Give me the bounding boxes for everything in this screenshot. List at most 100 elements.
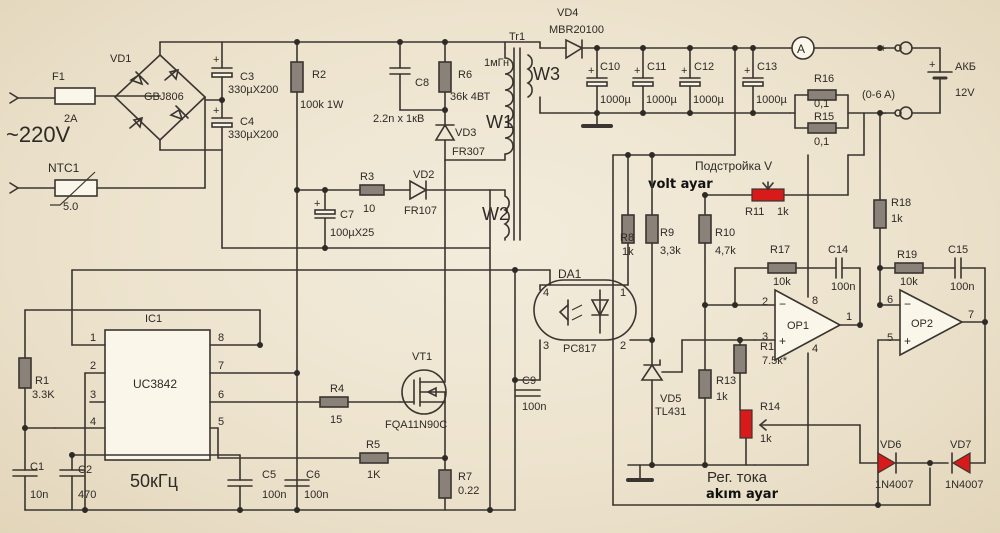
svg-text:+: +	[588, 65, 594, 77]
svg-text:2: 2	[90, 360, 96, 372]
op2-ref: OP2	[911, 318, 933, 330]
capacitor-c10: + C10 1000µ	[586, 47, 631, 114]
resistor-r10: R10 4,7k	[698, 194, 736, 371]
c8-value: 2.2n x 1кВ	[373, 113, 424, 125]
r2-ref: R2	[312, 69, 326, 81]
r11-ref: R11	[745, 206, 764, 218]
svg-text:4: 4	[812, 343, 818, 355]
svg-text:8: 8	[218, 332, 224, 344]
svg-text:2: 2	[762, 296, 768, 308]
resistor-r5: R5 1K	[217, 427, 446, 481]
c12-value: 1000µ	[693, 94, 724, 106]
r10-ref: R10	[715, 227, 735, 239]
ntc1-value: 5.0	[63, 201, 78, 213]
c3-value: 330µX200	[228, 84, 278, 96]
ic1-value: UC3842	[133, 377, 177, 391]
r6-value: 36k 4ВТ	[450, 91, 491, 103]
shunt-regulator-vd5: VD5 TL431	[640, 334, 756, 466]
shunt-resistors: R16 0,1 R15 0,1	[789, 73, 896, 148]
output-terminals: + −	[880, 41, 941, 120]
svg-text:2: 2	[620, 340, 626, 352]
svg-text:+: +	[634, 65, 640, 77]
r19-value: 10k	[900, 276, 918, 288]
opamp-op2: OP2 −+ 65 7	[877, 267, 986, 506]
tr1-inductance: 1мГн	[484, 57, 509, 69]
bridge-part-number: GBJ806	[144, 91, 184, 103]
op1-feedback: R17 10k C14 100n	[734, 244, 861, 326]
capacitor-c12: + C12 1000µ	[679, 47, 724, 114]
c2-ref: C2	[78, 464, 92, 476]
optocoupler-da1: DA1 PC817 43 12	[514, 267, 653, 511]
fuse-f1-ref: F1	[52, 71, 65, 83]
output-capacitors: + C10 1000µ + C11 1000µ + C12 1000µ + C1…	[586, 47, 787, 114]
svg-text:5: 5	[887, 332, 893, 344]
svg-text:+: +	[779, 334, 786, 348]
w3-label: W3	[533, 64, 560, 84]
capacitor-c9: C9 100n	[514, 375, 546, 413]
c12-ref: C12	[694, 61, 714, 73]
svg-text:−: −	[880, 108, 886, 120]
r10-value: 4,7k	[715, 245, 736, 257]
c11-ref: C11	[647, 61, 666, 73]
r5-ref: R5	[366, 439, 380, 451]
vd3-ref: VD3	[455, 127, 476, 139]
c7-ref: C7	[340, 209, 354, 221]
secondary-rectifier: VD4 MBR20100	[539, 7, 791, 128]
svg-text:1: 1	[90, 332, 96, 344]
c6-ref: C6	[306, 469, 320, 481]
r13-ref: R13	[716, 375, 736, 387]
r16-value: 0,1	[814, 98, 829, 110]
mains-voltage-label: ~220V	[6, 122, 71, 147]
op1-ref: OP1	[787, 320, 809, 332]
c9-ref: C9	[522, 375, 536, 387]
c3-ref: C3	[240, 71, 254, 83]
battery-akb: + АКБ 12V	[927, 47, 976, 114]
svg-text:−: −	[779, 297, 786, 311]
r7-ref: R7	[458, 471, 472, 483]
fuse-f1-value: 2A	[64, 113, 78, 125]
opamp-op1: OP1 −+ 23 84 1	[704, 154, 861, 466]
bridge-ref: VD1	[110, 53, 131, 65]
svg-text:1: 1	[620, 287, 626, 299]
c13-ref: C13	[757, 61, 777, 73]
resistor-r2: R2 100k 1W	[290, 41, 344, 511]
ammeter-symbol: A	[797, 42, 805, 56]
svg-text:+: +	[213, 105, 219, 117]
aux-supply: R3 10 VD2 FR107 + C7 100µX25	[296, 169, 491, 249]
svg-text:+: +	[314, 198, 320, 210]
svg-text:8: 8	[812, 295, 818, 307]
svg-text:1: 1	[846, 311, 852, 323]
r18-ref: R18	[891, 197, 911, 209]
svg-text:+: +	[213, 54, 219, 66]
snubber-network: C8 2.2n x 1кВ R6 36k 4ВТ VD3 FR307	[373, 41, 491, 161]
svg-text:3: 3	[543, 340, 549, 352]
resistor-r9: R9 3,3k	[645, 154, 681, 336]
c10-ref: C10	[600, 61, 620, 73]
svg-text:3: 3	[90, 389, 96, 401]
da1-value: PC817	[563, 343, 597, 355]
r15-ref: R15	[814, 111, 834, 123]
r9-value: 3,3k	[660, 245, 681, 257]
r12-value: 7.5k*	[762, 355, 788, 367]
vd5-ref: VD5	[660, 393, 681, 405]
fuse-f1: F1 2A	[52, 71, 161, 125]
c4-value: 330µX200	[228, 129, 278, 141]
r1-value: 3.3K	[32, 389, 55, 401]
svg-text:+: +	[681, 65, 687, 77]
voltage-adjust-label: Подстройка V	[695, 159, 772, 173]
output-current-range: (0-6 A)	[862, 89, 895, 101]
r16-ref: R16	[814, 73, 834, 85]
capacitor-c13: + C13 1000µ	[742, 47, 787, 114]
c4-ref: C4	[240, 116, 254, 128]
vd7-ref: VD7	[950, 439, 971, 451]
pwm-controller-ic1: IC1 UC3842 12 34 87 65	[54, 269, 516, 511]
trimmer-r14: R14 1k	[739, 401, 861, 466]
frequency-label: 50кГц	[130, 471, 178, 491]
resistor-r18: R18 1k	[873, 112, 911, 306]
r11-value: 1k	[777, 206, 789, 218]
vd4-ref: VD4	[557, 7, 578, 19]
r3-ref: R3	[360, 171, 374, 183]
vd6-ref: VD6	[880, 439, 901, 451]
